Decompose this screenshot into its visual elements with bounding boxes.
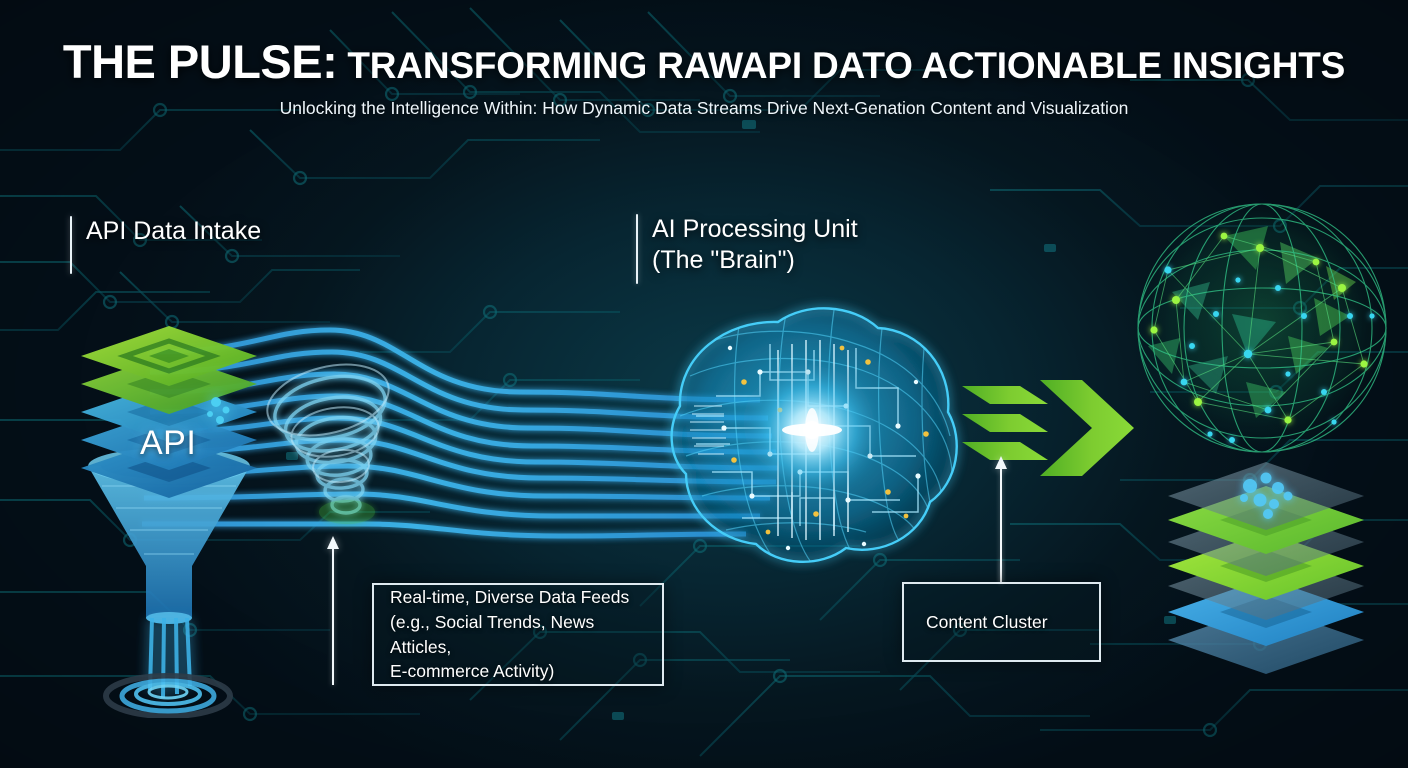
ai-brain-graphic xyxy=(620,286,1000,596)
leader-line-content-cluster xyxy=(1000,468,1002,583)
label-ai-processing-unit: AI Processing Unit (The "Brain") xyxy=(636,214,858,284)
leader-arrowhead-data-feeds xyxy=(327,536,339,549)
title-rest: TRANSFORMING RAWAPI DATO ACTIONABLE INSI… xyxy=(337,45,1346,86)
label-api-data-intake: API Data Intake xyxy=(70,216,261,274)
leader-arrowhead-content-cluster xyxy=(995,456,1007,469)
callout-data-feeds-text: Real-time, Diverse Data Feeds (e.g., Soc… xyxy=(390,586,630,682)
label-api-data-intake-text: API Data Intake xyxy=(86,217,262,245)
page-subtitle: Unlocking the Intelligence Within: How D… xyxy=(279,98,1129,118)
page-title: THE PULSE: TRANSFORMING RAWAPI DATO ACTI… xyxy=(0,34,1408,89)
content-layer-stack-graphic xyxy=(1138,452,1394,688)
title-lead: THE PULSE: xyxy=(62,35,338,88)
header: THE PULSE: TRANSFORMING RAWAPI DATO ACTI… xyxy=(0,34,1408,119)
leader-line-data-feeds xyxy=(332,548,334,685)
label-accent-bar xyxy=(636,214,638,284)
label-accent-bar xyxy=(70,216,72,274)
api-data-intake-graphic: API xyxy=(44,318,294,719)
callout-content-cluster: Content Cluster xyxy=(902,582,1101,662)
leader-line-content-cluster-top xyxy=(1000,560,1002,584)
callout-data-feeds: Real-time, Diverse Data Feeds (e.g., Soc… xyxy=(372,583,664,686)
callout-content-cluster-text: Content Cluster xyxy=(926,611,1048,632)
transform-arrow-icon xyxy=(962,378,1134,478)
label-ai-processing-unit-text: AI Processing Unit (The "Brain") xyxy=(652,215,858,274)
data-network-sphere xyxy=(1128,196,1396,464)
